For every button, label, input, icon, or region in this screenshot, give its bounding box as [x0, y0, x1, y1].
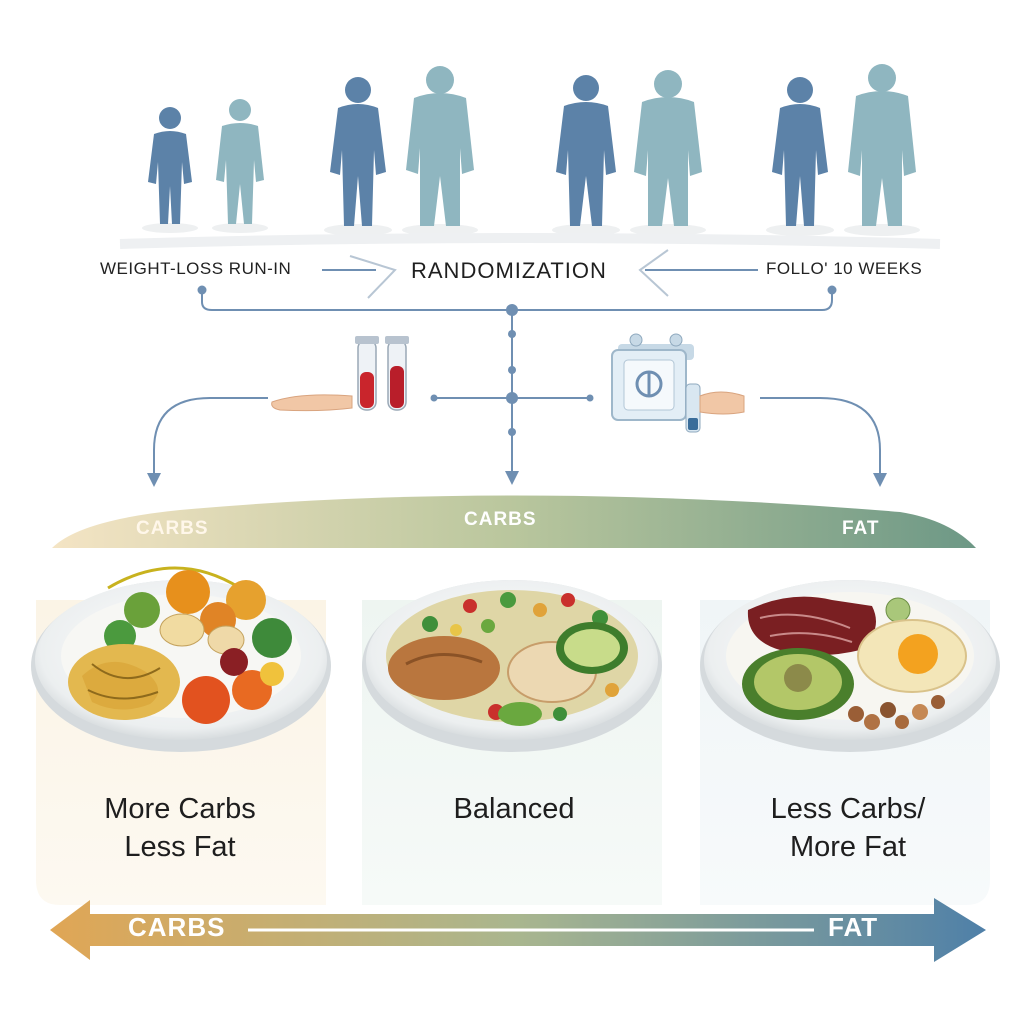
person-icon	[556, 75, 616, 226]
high-carb-line2: Less Fat	[124, 831, 236, 863]
band-right-label: FAT	[842, 518, 880, 539]
person-icon	[216, 99, 264, 224]
person-icon	[330, 77, 386, 226]
person-icon	[772, 77, 828, 226]
balanced-line1: Balanced	[453, 793, 575, 825]
high-carb-line1: More Carbs	[104, 793, 256, 825]
high-fat-line1: Less Carbs/	[770, 793, 926, 825]
band-left-label: CARBS	[136, 518, 209, 539]
balanced-group-label: Balanced	[374, 790, 654, 828]
high-carb-plate	[31, 566, 331, 752]
randomization-label: RANDOMIZATION	[411, 258, 607, 283]
high-carb-group-label: More Carbs Less Fat	[40, 790, 320, 866]
follow-up-label: FOLLO' 10 WEEKS	[766, 259, 923, 278]
participant-figures	[142, 64, 920, 236]
diet-band	[52, 495, 976, 548]
person-icon	[406, 66, 474, 226]
high-fat-plate	[700, 580, 1000, 752]
band-center-label: CARBS	[464, 509, 537, 530]
person-icon	[848, 64, 916, 226]
balanced-plate	[362, 580, 662, 752]
arrow-left-label: CARBS	[128, 912, 226, 942]
arrow-right-label: FAT	[828, 912, 879, 942]
person-icon	[148, 107, 192, 224]
high-fat-group-label: Less Carbs/ More Fat	[708, 790, 988, 866]
run-in-label: WEIGHT-LOSS RUN-IN	[100, 259, 292, 278]
blood-sample-icon	[271, 336, 409, 412]
timeline-nodes	[197, 285, 837, 436]
metabolic-monitor-icon	[611, 333, 745, 433]
person-icon	[634, 70, 702, 226]
high-fat-line2: More Fat	[789, 831, 907, 863]
